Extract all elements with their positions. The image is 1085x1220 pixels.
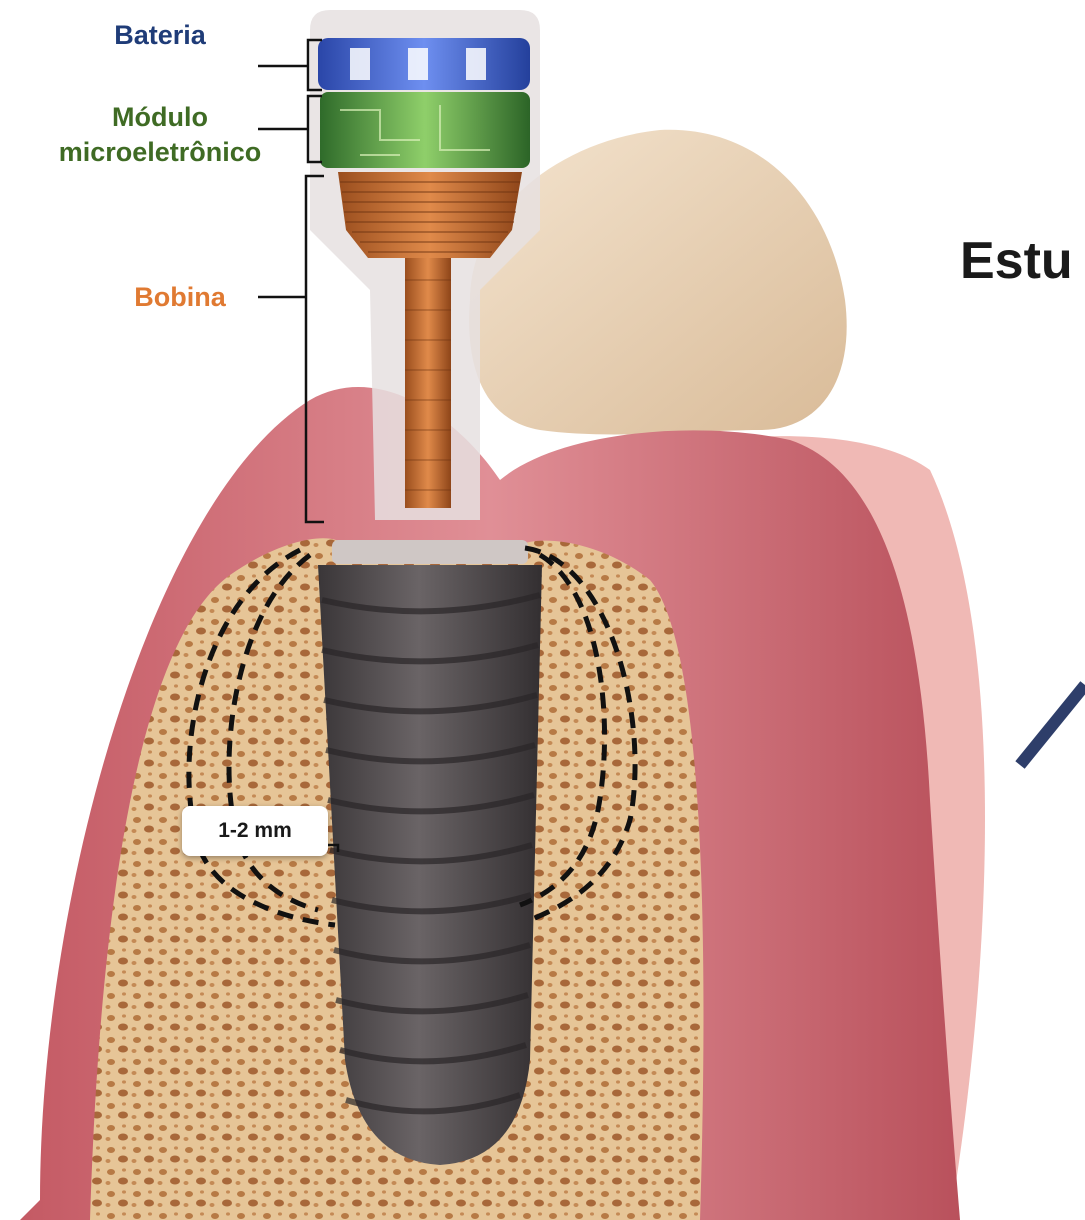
implant-collar bbox=[332, 540, 528, 564]
label-modulo-line1: Módulo bbox=[10, 100, 310, 135]
gap-label: 1-2 mm bbox=[182, 806, 328, 856]
accent-stroke bbox=[1020, 685, 1085, 765]
coil-stem bbox=[405, 258, 451, 508]
label-bateria: Bateria bbox=[60, 18, 260, 53]
label-bobina: Bobina bbox=[80, 280, 280, 315]
label-modulo: Módulo microeletrônico bbox=[10, 100, 310, 170]
module-shape bbox=[320, 92, 530, 168]
coil-head bbox=[338, 172, 522, 258]
page-title-fragment: Estu bbox=[960, 228, 1073, 296]
label-modulo-line2: microeletrônico bbox=[10, 135, 310, 170]
